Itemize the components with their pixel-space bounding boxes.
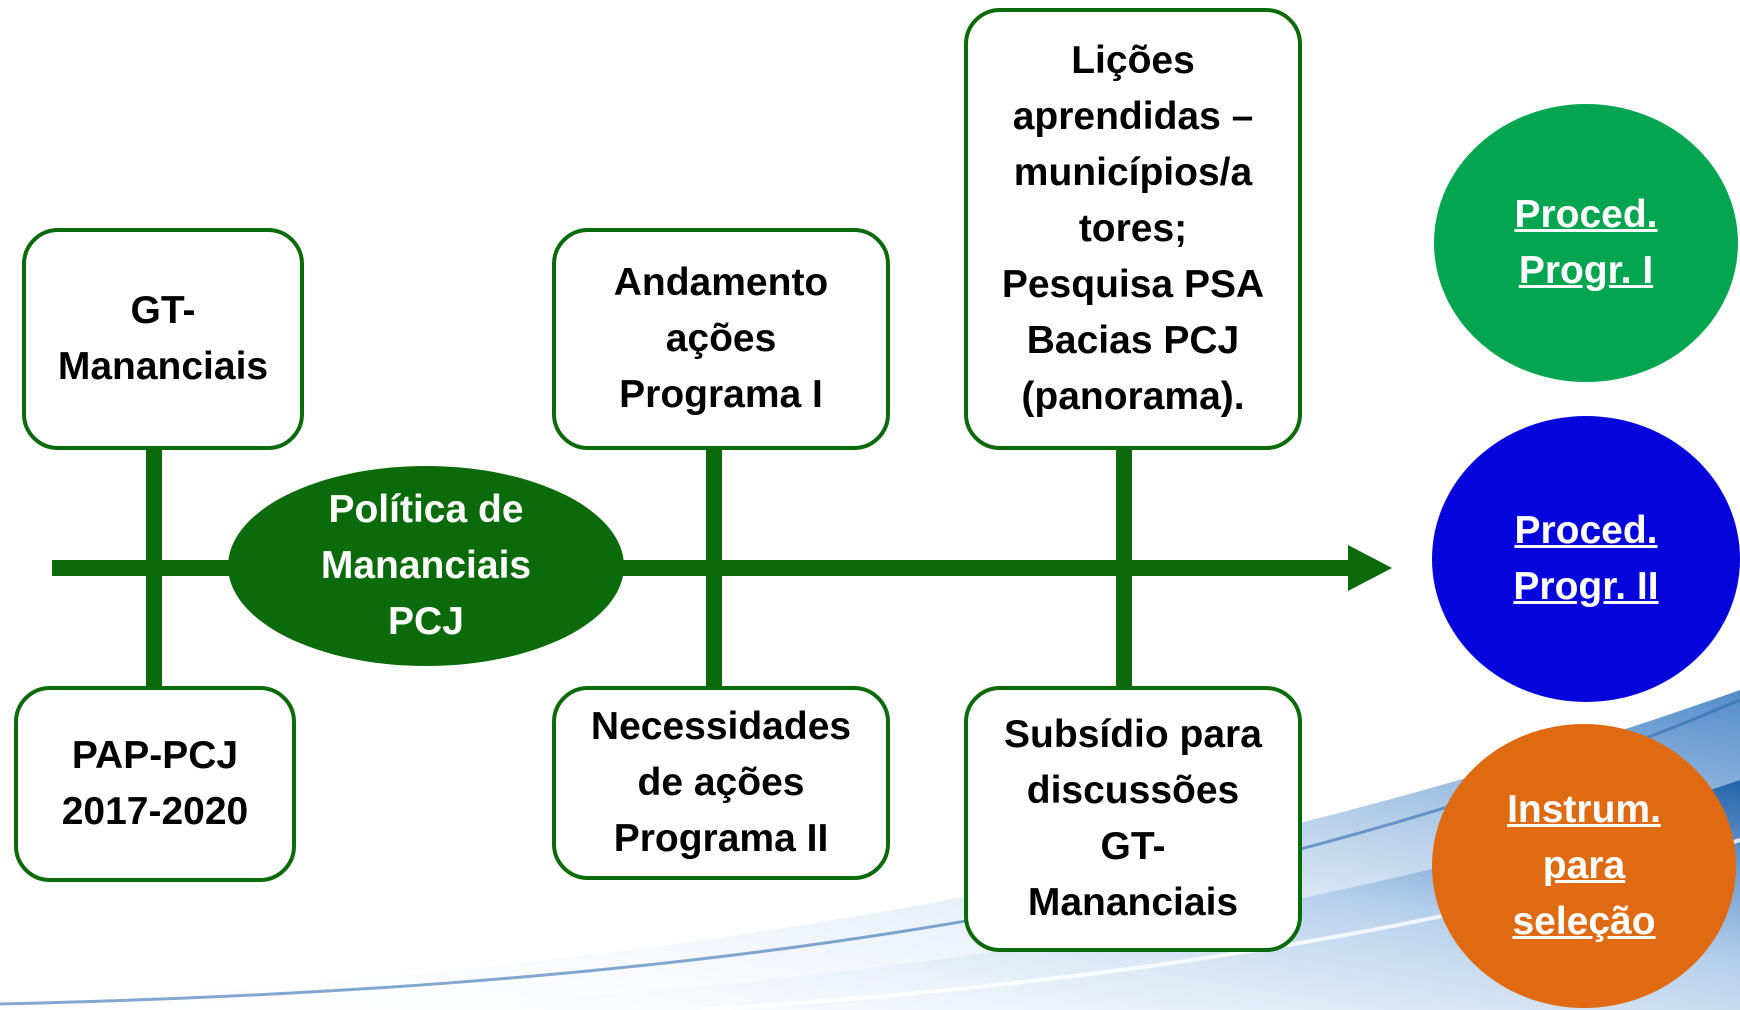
circle-proced-progr-2[interactable]: Proced. Progr. II	[1432, 416, 1740, 702]
link-proced-progr-1[interactable]: Proced. Progr. I	[1514, 193, 1658, 292]
box-licoes-label: Lições aprendidas – municípios/a tores; …	[1001, 39, 1265, 418]
connector-licoes-subsidio	[1116, 448, 1132, 688]
center-ellipse-politica: Política de Mananciais PCJ	[228, 466, 624, 666]
circle-proced-progr-1[interactable]: Proced. Progr. I	[1434, 104, 1738, 382]
box-subsidio-discussoes: Subsídio para discussões GT- Mananciais	[964, 686, 1302, 952]
box-andamento-label: Andamento ações Programa I	[613, 261, 829, 416]
center-ellipse-label: Política de Mananciais PCJ	[320, 488, 532, 643]
connector-andamento-necessidades	[706, 448, 722, 688]
box-subsidio-label: Subsídio para discussões GT- Mananciais	[1004, 713, 1262, 924]
timeline-arrowhead	[1348, 545, 1392, 591]
link-proced-progr-2[interactable]: Proced. Progr. II	[1513, 509, 1659, 608]
link-instrum-selecao[interactable]: Instrum. para seleção	[1507, 788, 1661, 943]
circle-instrum-selecao[interactable]: Instrum. para seleção	[1432, 724, 1736, 1008]
box-gt-mananciais-label: GT- Mananciais	[57, 289, 269, 388]
box-pap-pcj: PAP-PCJ 2017-2020	[14, 686, 296, 882]
box-necessidades-programa-2: Necessidades de ações Programa II	[552, 686, 890, 880]
box-andamento-programa-1: Andamento ações Programa I	[552, 228, 890, 450]
box-pap-pcj-label: PAP-PCJ 2017-2020	[61, 734, 249, 833]
box-necessidades-label: Necessidades de ações Programa II	[590, 705, 852, 860]
box-licoes-aprendidas: Lições aprendidas – municípios/a tores; …	[964, 8, 1302, 450]
box-gt-mananciais: GT- Mananciais	[22, 228, 304, 450]
connector-gt-pap	[146, 448, 162, 688]
